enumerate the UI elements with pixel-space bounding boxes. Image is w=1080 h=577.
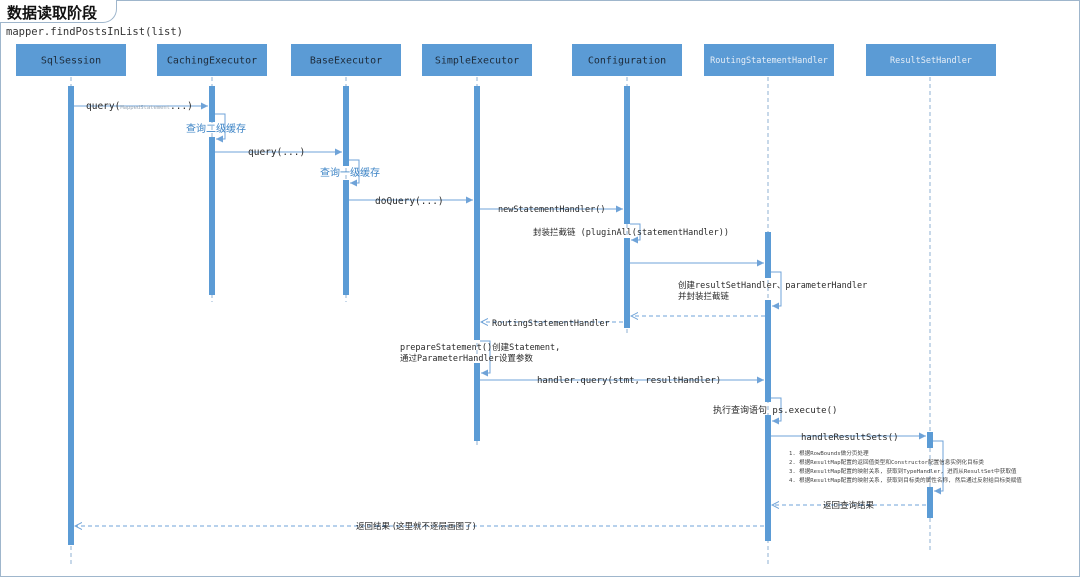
msg-cache1-selfloop bbox=[349, 159, 360, 187]
participant-label: Configuration bbox=[588, 56, 666, 67]
msg-prepare-label-1: prepareStatement()创建Statement, bbox=[400, 342, 560, 353]
participant-label: BaseExecutor bbox=[310, 56, 382, 67]
note-item: 3. 根据ResultMap配置的映射关系, 获取到TypeHandler, 进… bbox=[789, 467, 1017, 475]
activation-caching-2 bbox=[209, 137, 215, 295]
participant-label: RoutingStatementHandler bbox=[710, 56, 828, 66]
msg-create-label-1: 创建resultSetHandler、parameterHandler bbox=[678, 280, 867, 291]
msg-query-1-method: query( bbox=[86, 101, 120, 112]
activation-config-1 bbox=[624, 86, 630, 224]
activation-base-2 bbox=[343, 180, 349, 295]
page-title: 数据读取阶段 bbox=[7, 4, 98, 22]
participant-caching-executor[interactable]: CachingExecutor bbox=[157, 44, 267, 76]
msg-prepare-selfloop bbox=[480, 340, 491, 377]
activation-simple-2 bbox=[474, 363, 480, 441]
activation-simple-1 bbox=[474, 86, 480, 340]
participant-base-executor[interactable]: BaseExecutor bbox=[291, 44, 401, 76]
activations bbox=[68, 86, 933, 545]
note-item: 4. 根据ResultMap配置的映射关系, 获取到目标类的属性名称, 然后通过… bbox=[789, 476, 1022, 484]
activation-sqlsession bbox=[68, 86, 74, 545]
msg-query-1-label: query(MappedStatement...) bbox=[86, 101, 193, 112]
msg-query-1-arg: MappedStatement bbox=[120, 105, 170, 111]
msg-cache1-label: 查询一级缓存 bbox=[320, 166, 380, 179]
msg-return-query-label: 返回查询结果 bbox=[823, 500, 875, 511]
msg-create-label-2: 并封装拦截链 bbox=[678, 291, 730, 302]
msg-rs-selfloop bbox=[933, 440, 944, 495]
participant-configuration[interactable]: Configuration bbox=[572, 44, 682, 76]
messages bbox=[74, 102, 944, 526]
processing-notes: 1. 根据RowBounds做分页处理 2. 根据ResultMap配置的返回值… bbox=[789, 449, 1022, 484]
msg-return-routing-label: RoutingStatementHandler bbox=[492, 319, 610, 329]
msg-create-selfloop bbox=[771, 271, 782, 310]
participant-label: SqlSession bbox=[41, 56, 101, 67]
msg-prepare-label-2: 通过ParameterHandler设置参数 bbox=[400, 353, 533, 364]
participant-label: ResultSetHandler bbox=[890, 56, 972, 66]
note-item: 2. 根据ResultMap配置的返回值类型和Constructor配置信息实例… bbox=[789, 458, 984, 466]
participant-label: SimpleExecutor bbox=[435, 56, 519, 67]
participant-routing-statement-handler[interactable]: RoutingStatementHandler bbox=[704, 44, 834, 76]
activation-config-2 bbox=[624, 238, 630, 328]
msg-doquery-label: doQuery(...) bbox=[375, 196, 444, 207]
msg-execute-label: 执行查询语句 ps.execute() bbox=[713, 404, 837, 416]
msg-execute-selfloop bbox=[771, 397, 782, 425]
participant-resultset-handler[interactable]: ResultSetHandler bbox=[866, 44, 996, 76]
msg-newsh-label: newStatementHandler() bbox=[498, 205, 605, 215]
participant-label: CachingExecutor bbox=[167, 56, 257, 67]
note-item: 1. 根据RowBounds做分页处理 bbox=[789, 449, 869, 457]
msg-query-2-label: query(...) bbox=[248, 147, 305, 158]
activation-resultset-1 bbox=[927, 432, 933, 448]
activation-base-1 bbox=[343, 86, 349, 166]
activation-routing-3 bbox=[765, 415, 771, 541]
activation-caching-1 bbox=[209, 86, 215, 122]
message-labels: query(MappedStatement...) 查询二级缓存 query(.… bbox=[86, 101, 899, 532]
msg-plugin-label: 封装拦截链 (pluginAll(statementHandler)) bbox=[533, 227, 729, 238]
msg-cache2-selfloop bbox=[215, 113, 226, 143]
msg-plugin-selfloop bbox=[630, 223, 641, 244]
msg-handler-query-label: handler.query(stmt, resultHandler) bbox=[537, 376, 721, 386]
participant-sqlsession[interactable]: SqlSession bbox=[16, 44, 126, 76]
msg-query-1-tail: ...) bbox=[170, 101, 193, 112]
msg-return-result-label: 返回结果 (这里就不逐层画图了) bbox=[356, 521, 476, 532]
activation-resultset-2 bbox=[927, 487, 933, 518]
title-tab: 数据读取阶段 bbox=[0, 0, 117, 23]
msg-handle-rs-label: handleResultSets() bbox=[801, 433, 899, 443]
activation-routing-2 bbox=[765, 300, 771, 402]
activation-routing-1 bbox=[765, 232, 771, 278]
diagram-subtitle: mapper.findPostsInList(list) bbox=[6, 26, 184, 38]
participant-simple-executor[interactable]: SimpleExecutor bbox=[422, 44, 532, 76]
msg-cache2-label: 查询二级缓存 bbox=[186, 122, 246, 135]
